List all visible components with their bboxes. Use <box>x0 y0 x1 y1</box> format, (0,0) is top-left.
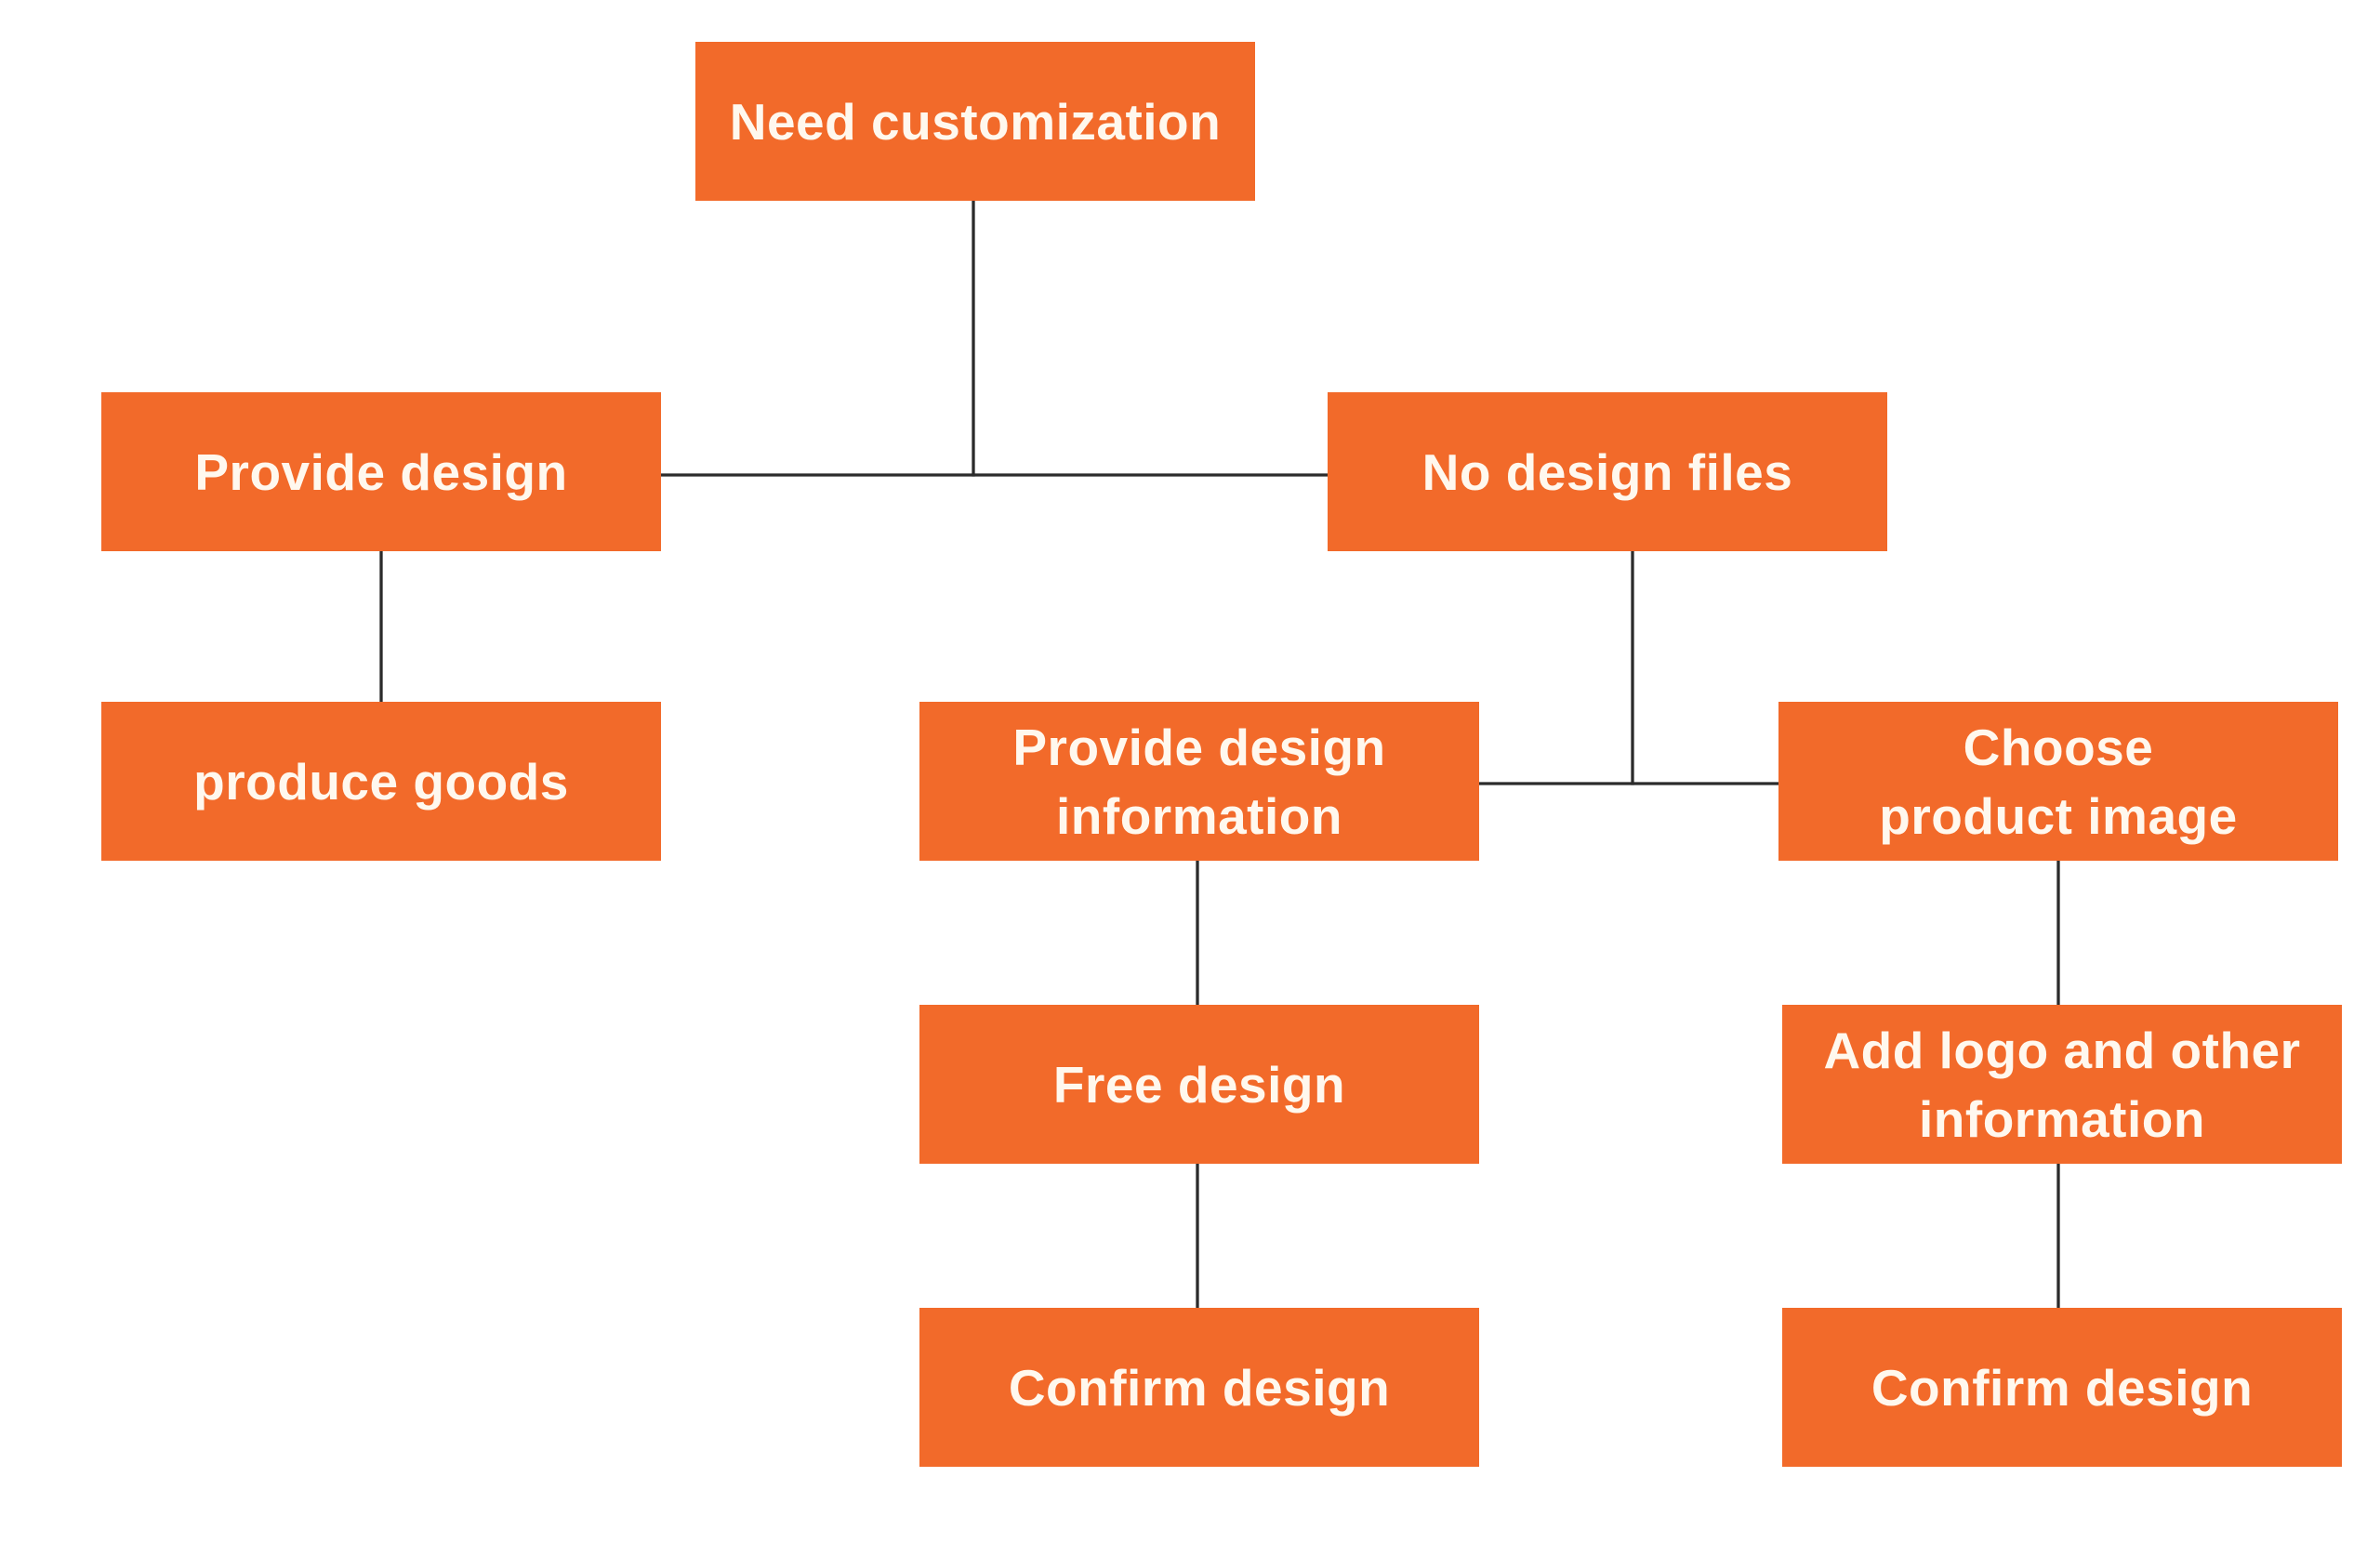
node-confirm-design-left: Confirm design <box>919 1308 1479 1467</box>
node-confirm-design-right-label: Confirm design <box>1871 1358 2254 1417</box>
node-no-design-files-label: No design files <box>1421 442 1793 501</box>
node-choose-product-image-label: Choose product image <box>1879 718 2238 845</box>
node-choose-product-image: Choose product image <box>1778 702 2338 861</box>
node-produce-goods: produce goods <box>101 702 661 861</box>
node-add-logo: Add logo and other information <box>1782 1005 2342 1164</box>
node-need-customization-label: Need customization <box>729 92 1222 151</box>
node-provide-design-label: Provide design <box>194 442 568 501</box>
node-produce-goods-label: produce goods <box>193 752 569 811</box>
node-need-customization: Need customization <box>695 42 1255 201</box>
node-no-design-files: No design files <box>1328 392 1887 551</box>
node-confirm-design-right: Confirm design <box>1782 1308 2342 1467</box>
node-provide-design-information-label: Provide design information <box>1012 718 1386 845</box>
node-free-design-label: Free design <box>1052 1055 1346 1114</box>
node-confirm-design-left-label: Confirm design <box>1008 1358 1391 1417</box>
node-provide-design-information: Provide design information <box>919 702 1479 861</box>
node-free-design: Free design <box>919 1005 1479 1164</box>
node-add-logo-label: Add logo and other information <box>1823 1021 2301 1148</box>
node-provide-design: Provide design <box>101 392 661 551</box>
